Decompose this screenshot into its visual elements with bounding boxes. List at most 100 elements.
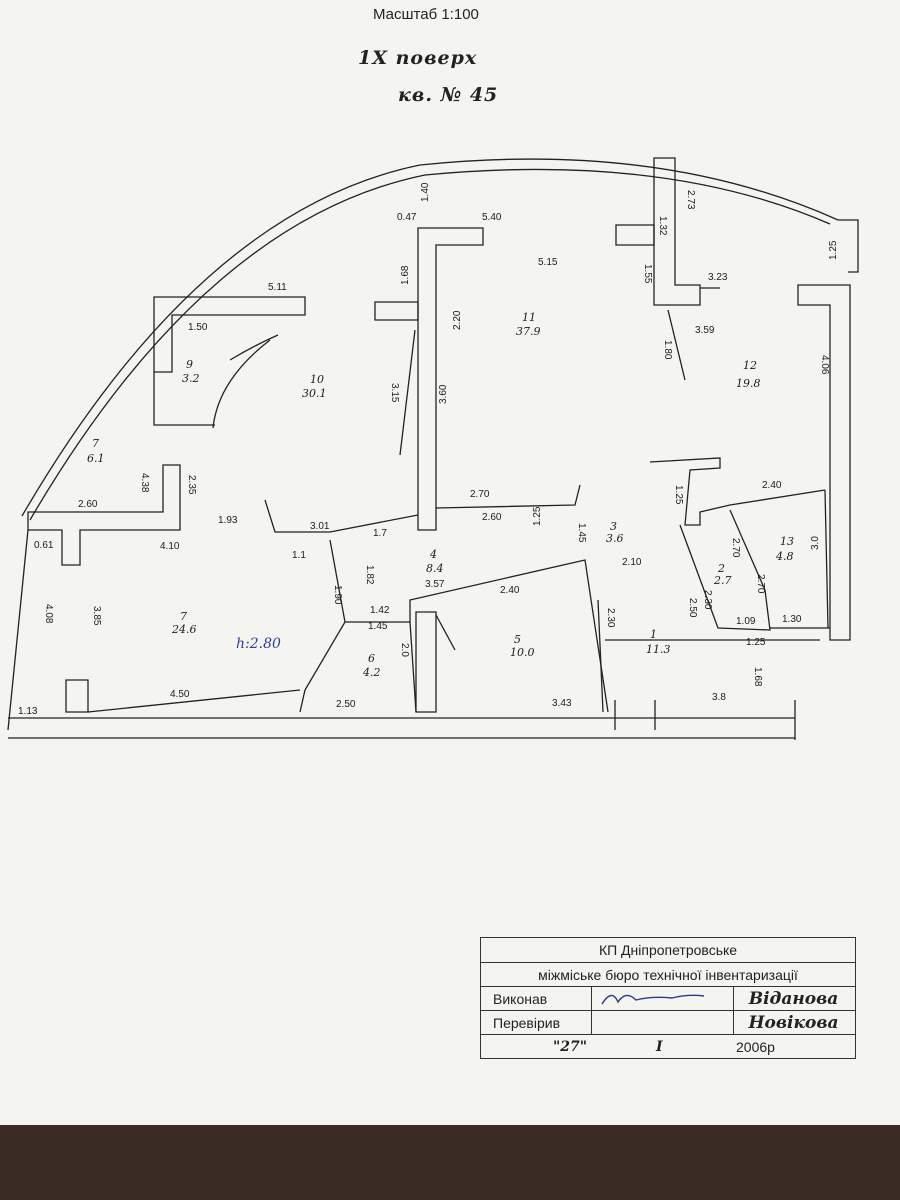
dim-label: 5.40 bbox=[482, 212, 502, 223]
dim-label: 2.40 bbox=[500, 585, 520, 596]
dim-label: 3.85 bbox=[91, 606, 102, 626]
room-10-number: 10 bbox=[310, 373, 324, 386]
dim-label: 3.0 bbox=[810, 536, 821, 550]
dim-label: 1.93 bbox=[218, 515, 238, 526]
date-day: "27" bbox=[553, 1038, 588, 1055]
dim-label: 1.68 bbox=[400, 265, 411, 285]
room-7b-number: 7 bbox=[92, 437, 99, 450]
date-row: "27" I 2006р bbox=[481, 1035, 855, 1058]
dim-label: 4.08 bbox=[43, 604, 54, 624]
dim-label: 1.25 bbox=[828, 240, 839, 260]
dim-label: 2.50 bbox=[687, 598, 698, 618]
date-year: 2006р bbox=[736, 1038, 775, 1055]
floor-label: 1Х поверх bbox=[358, 47, 478, 69]
executed-row: Виконав Віданова bbox=[481, 987, 855, 1011]
dim-label: 1.40 bbox=[420, 182, 431, 202]
room-9-number: 9 bbox=[186, 358, 193, 371]
dim-label: 3.15 bbox=[389, 383, 400, 403]
dim-label: 1.25 bbox=[673, 485, 684, 505]
floor-plan: 1 11.3 2 2.7 3 3.6 4 8.4 5 10.0 6 4.2 7 … bbox=[7, 157, 859, 740]
dim-label: 2.73 bbox=[685, 190, 696, 210]
dim-label: 2.70 bbox=[730, 538, 741, 558]
checked-signature bbox=[591, 1011, 731, 1034]
room-13-area: 4.8 bbox=[775, 550, 794, 563]
dim-label: 1.7 bbox=[373, 528, 387, 539]
dim-label: 3.23 bbox=[708, 272, 728, 283]
dim-label: 1.32 bbox=[657, 216, 668, 236]
room-7b-area: 6.1 bbox=[87, 452, 105, 465]
dim-label: 1.68 bbox=[752, 667, 763, 687]
dim-label: 2.60 bbox=[78, 499, 98, 510]
dim-label: 5.15 bbox=[538, 257, 558, 268]
room-5-number: 5 bbox=[514, 633, 521, 646]
room-7-number: 7 bbox=[180, 610, 187, 623]
dim-label: 1.50 bbox=[188, 322, 208, 333]
dim-label: 2.10 bbox=[622, 557, 642, 568]
dim-label: 1.90 bbox=[332, 585, 343, 605]
dim-label: 1.13 bbox=[18, 706, 38, 717]
dim-label: 3.59 bbox=[695, 325, 715, 336]
room-3-area: 3.6 bbox=[606, 532, 624, 545]
dim-label: 4.38 bbox=[139, 473, 150, 493]
checked-name: Новікова bbox=[733, 1011, 853, 1034]
dim-label: 5.11 bbox=[268, 282, 287, 293]
dim-label: 0.47 bbox=[397, 212, 417, 223]
dim-label: 2.20 bbox=[452, 310, 463, 330]
org-line2: міжміське бюро технічної інвентаризації bbox=[538, 966, 798, 983]
room-11-number: 11 bbox=[522, 311, 536, 324]
dim-label: 3.01 bbox=[310, 521, 330, 532]
dim-label: 2.60 bbox=[482, 512, 502, 523]
room-11-area: 37.9 bbox=[516, 325, 541, 338]
dim-label: 1.42 bbox=[370, 605, 390, 616]
room-1-area: 11.3 bbox=[646, 643, 671, 656]
room-2-number: 2 bbox=[717, 562, 725, 575]
dim-label: 2.50 bbox=[336, 699, 356, 710]
room-12-number: 12 bbox=[743, 359, 757, 372]
room-3-number: 3 bbox=[610, 520, 617, 533]
dim-label: 1.45 bbox=[368, 621, 388, 632]
scale-label: Масштаб 1:100 bbox=[373, 6, 479, 23]
room-1-number: 1 bbox=[650, 628, 657, 641]
room-5-area: 10.0 bbox=[510, 646, 535, 659]
room-6-area: 4.2 bbox=[362, 666, 381, 679]
dim-label: 1.25 bbox=[746, 637, 766, 648]
apartment-label: кв. № 45 bbox=[398, 84, 499, 106]
dim-label: 4.50 bbox=[170, 689, 190, 700]
dim-label: 2.0 bbox=[399, 643, 410, 657]
title-block-org-row2: міжміське бюро технічної інвентаризації bbox=[481, 963, 855, 987]
dim-label: 1.82 bbox=[364, 565, 375, 585]
executed-signature bbox=[591, 987, 731, 1010]
dim-label: 1.09 bbox=[736, 616, 756, 627]
checked-label: Перевірив bbox=[493, 1014, 561, 1031]
title-block: КП Дніпропетровське міжміське бюро техні… bbox=[480, 937, 856, 1059]
room-4-area: 8.4 bbox=[426, 562, 444, 575]
dim-label: 3.60 bbox=[438, 384, 449, 404]
room-13-number: 13 bbox=[780, 535, 794, 548]
dim-label: 3.57 bbox=[425, 579, 445, 590]
checked-row: Перевірив Новікова bbox=[481, 1011, 855, 1035]
executed-name: Віданова bbox=[733, 987, 853, 1010]
dim-label: 2.35 bbox=[186, 475, 197, 495]
signature-mark bbox=[601, 994, 705, 1004]
dim-label: 1.25 bbox=[532, 506, 543, 526]
dim-label: 1.45 bbox=[576, 523, 587, 543]
room-10-area: 30.1 bbox=[302, 387, 327, 400]
room-7-area: 24.6 bbox=[171, 623, 197, 636]
room-6-number: 6 bbox=[368, 652, 375, 665]
dim-label: 3.8 bbox=[712, 692, 726, 703]
room-2-area: 2.7 bbox=[713, 574, 732, 587]
dim-label: 2.40 bbox=[762, 480, 782, 491]
room-labels: 1 11.3 2 2.7 3 3.6 4 8.4 5 10.0 6 4.2 7 … bbox=[87, 311, 794, 679]
dim-label: 1.1 bbox=[292, 550, 306, 561]
dim-label: 4.06 bbox=[819, 355, 830, 375]
title-block-org-row: КП Дніпропетровське bbox=[481, 938, 855, 963]
dim-label: 2.30 bbox=[702, 590, 713, 610]
ceiling-height: h:2.80 bbox=[236, 636, 281, 652]
dim-label: 3.43 bbox=[552, 698, 572, 709]
room-9-area: 3.2 bbox=[182, 372, 200, 385]
room-4-number: 4 bbox=[429, 548, 437, 561]
dim-label: 1.55 bbox=[642, 264, 653, 284]
dim-label: 1.80 bbox=[662, 340, 673, 360]
dim-label: 2.70 bbox=[470, 489, 490, 500]
